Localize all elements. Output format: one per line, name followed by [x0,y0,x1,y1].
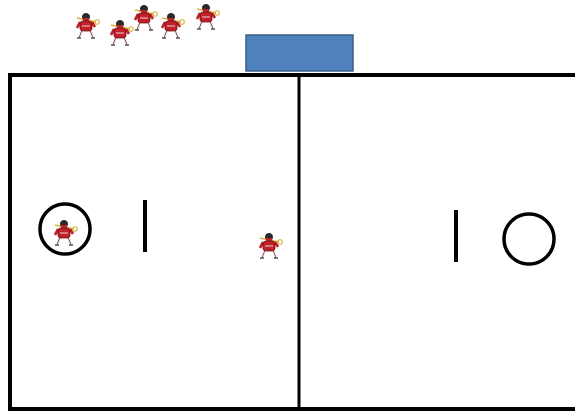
midfield-player-icon [260,233,282,258]
goalie-player-icon [55,220,77,245]
sideline-players [77,4,219,45]
sideline-player-icon [197,4,219,29]
sideline-player-icon [162,13,184,38]
sideline-player-icon [111,20,133,45]
sideline-player-icon [135,5,157,30]
scorer-table [246,35,353,71]
right-goal-crease [504,214,554,264]
field-boundary [10,75,575,409]
sideline-player-icon [77,13,99,38]
